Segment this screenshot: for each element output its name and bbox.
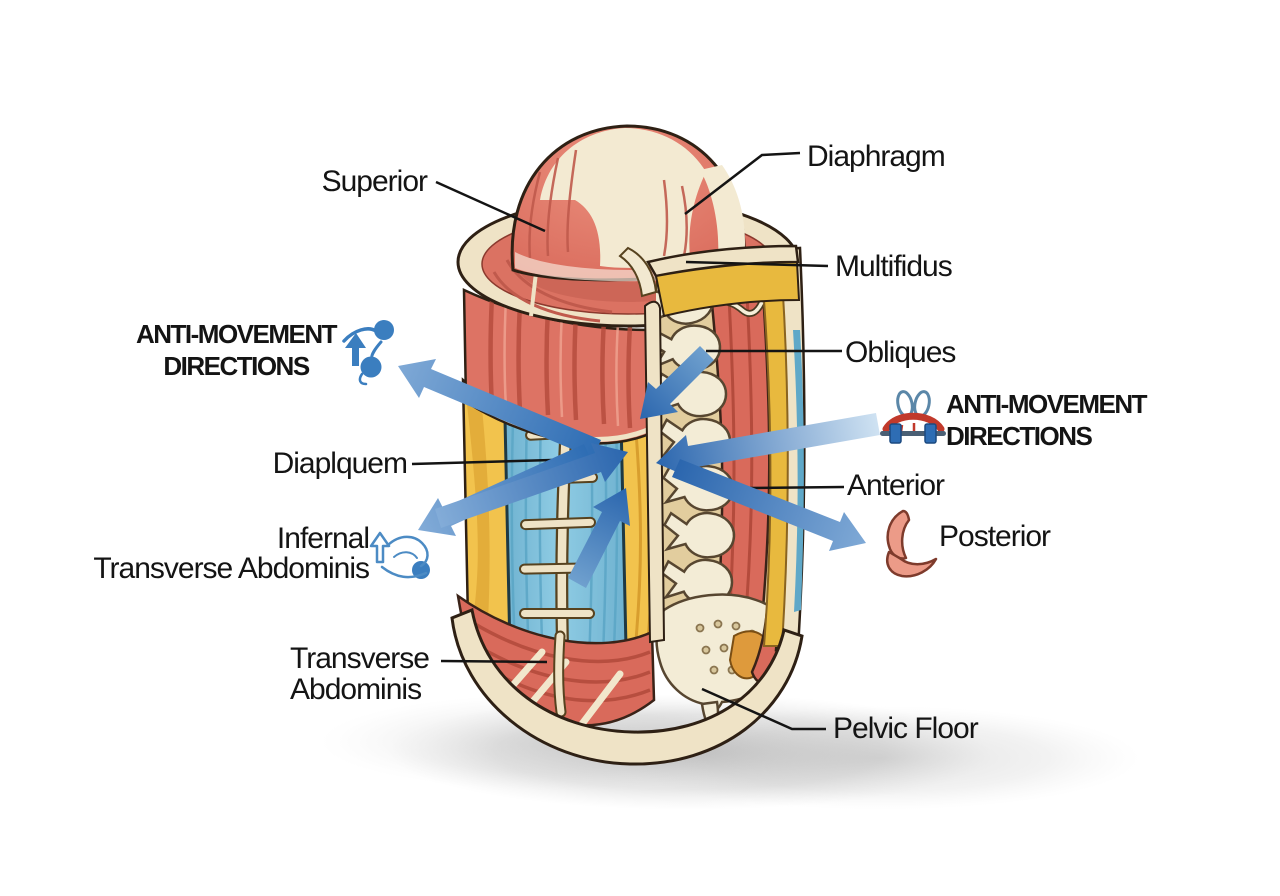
- label-anti-movement-right: ANTI-MOVEMENT DIRECTIONS: [946, 388, 1148, 452]
- arrow-up-from-below: [568, 488, 630, 588]
- label-transverse-abdominis: Transverse Abdominis: [290, 642, 430, 706]
- pelvic-floor-leader: [701, 687, 826, 731]
- label-anti-movement-left: ANTI-MOVEMENT DIRECTIONS: [124, 318, 348, 382]
- anti-movement-right-line1: ANTI-MOVEMENT: [946, 389, 1148, 419]
- hip-thrust-barbell-icon: [880, 390, 946, 444]
- internal-transverse-line1: Infernal: [276, 522, 370, 555]
- diaphragm-dome: [510, 124, 746, 282]
- kettlebell-swing-icon: [342, 320, 394, 386]
- anti-movement-left-line2: DIRECTIONS: [163, 351, 310, 381]
- anti-movement-arrows: [398, 346, 880, 588]
- label-diaplquem: Diaplquem: [272, 447, 408, 480]
- internal-transverse-line2: Transverse Abdominis: [93, 552, 370, 585]
- anti-movement-left-line1: ANTI-MOVEMENT: [135, 319, 338, 349]
- glute-muscle-icon: [885, 509, 938, 578]
- transverse-leader: [440, 659, 548, 664]
- label-multifidus: Multifidus: [835, 250, 953, 283]
- multifidus-leader: [685, 260, 829, 268]
- diaphragm-leader: [684, 151, 801, 215]
- label-internal-transverse: Infernal Transverse Abdominis: [69, 522, 370, 585]
- label-posterior: Posterior: [939, 520, 1051, 553]
- label-superior: Superior: [321, 165, 428, 198]
- arrow-upper-left: [398, 359, 601, 458]
- arrow-to-posterior: [672, 459, 866, 551]
- swing-figure-icon: [369, 531, 430, 579]
- label-obliques: Obliques: [845, 336, 956, 369]
- arrow-from-right: [656, 413, 880, 479]
- arrow-into-center-right: [435, 443, 628, 528]
- transverse-abdominis-line1: Transverse: [290, 642, 430, 675]
- label-diaphragm: Diaphragm: [807, 140, 946, 173]
- anterior-leader: [747, 485, 845, 490]
- label-anterior: Anterior: [847, 469, 945, 502]
- arrow-down-from-spine: [640, 346, 714, 419]
- pelvic-bowl-rim: [450, 607, 804, 766]
- label-pelvic-floor: Pelvic Floor: [833, 712, 979, 745]
- anti-movement-right-line2: DIRECTIONS: [946, 421, 1093, 451]
- transverse-abdominis-line2: Abdominis: [290, 673, 422, 706]
- superior-leader: [435, 180, 546, 233]
